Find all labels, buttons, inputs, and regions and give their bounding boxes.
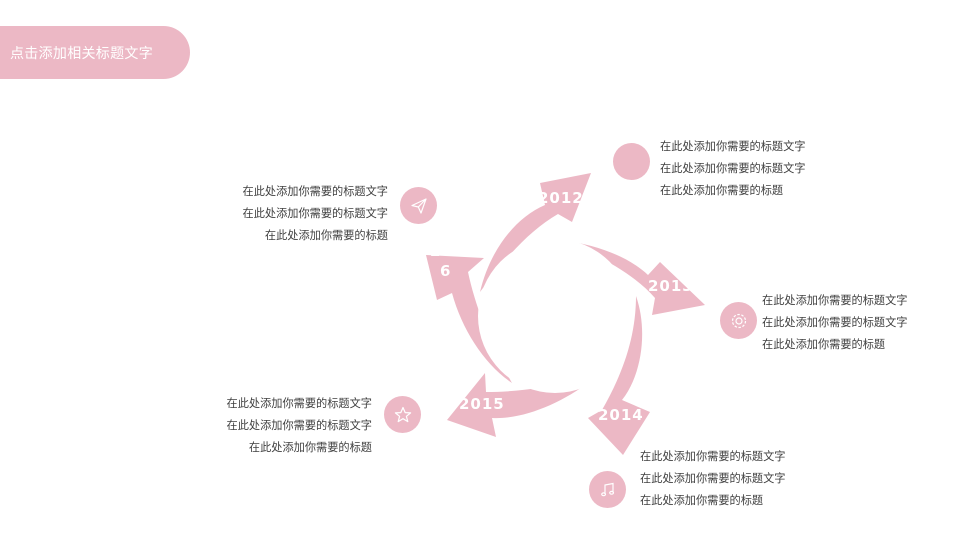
arrow-2013: [560, 240, 705, 315]
desc-2015: 在此处添加你需要的标题文字在此处添加你需要的标题文字在此处添加你需要的标题: [226, 397, 372, 454]
desc-2014: 在此处添加你需要的标题文字在此处添加你需要的标题文字在此处添加你需要的标题: [640, 450, 786, 507]
node-circle-2014: [589, 471, 626, 508]
node-circle-2016: [400, 187, 437, 224]
year-label-2015: 2015: [459, 395, 505, 413]
node-circle-2013: [720, 302, 757, 339]
year-label-2014: 2014: [598, 406, 644, 424]
paper-plane-icon: [410, 197, 427, 214]
desc-2012: 在此处添加你需要的标题文字在此处添加你需要的标题文字在此处添加你需要的标题: [660, 140, 806, 197]
arrow-2014: [588, 296, 650, 455]
node-circle-2015: [384, 396, 421, 433]
center-circle: [478, 239, 632, 393]
node-circle-2012: [613, 143, 650, 180]
page-title: 点击添加相关标题文字: [10, 46, 153, 62]
star-icon: [394, 406, 411, 422]
year-label-2016-line2: 6: [440, 262, 451, 280]
title-tab: 点击添加相关标题文字: [0, 26, 190, 79]
music-note-icon: [600, 482, 614, 496]
year-label-2012: 2012: [538, 189, 584, 207]
year-label-2016-line1: 201: [430, 242, 464, 260]
arrow-2012: [480, 173, 591, 292]
desc-2013: 在此处添加你需要的标题文字在此处添加你需要的标题文字在此处添加你需要的标题: [762, 294, 908, 351]
year-label-2013: 2013: [648, 277, 694, 295]
desc-2016: 在此处添加你需要的标题文字在此处添加你需要的标题文字在此处添加你需要的标题: [242, 185, 388, 242]
gear-icon: [731, 313, 746, 328]
